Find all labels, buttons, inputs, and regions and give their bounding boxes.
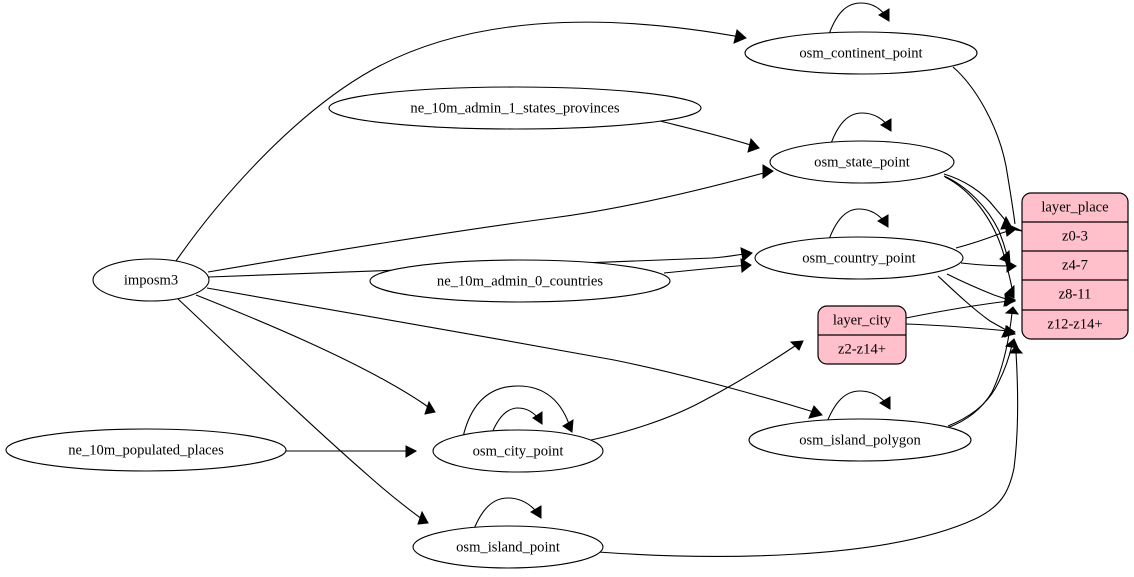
record-node-layer: layer_place z0-3 z4-7 z8-11 z12-z14+ lay… <box>817 192 1129 365</box>
edge-imposm3-to-osm_city_point <box>195 294 436 415</box>
edge-imposm3-to-osm_state_point <box>207 164 774 273</box>
node-label-osm_continent_point: osm_continent_point <box>799 45 922 61</box>
edge-osm_state_point-to-layer_place-z8_11 <box>944 176 1015 299</box>
edge-self-osm_country_point <box>826 208 889 246</box>
node-label-ne_10m_admin_0_countries: ne_10m_admin_0_countries <box>437 273 603 289</box>
edge-imposm3-to-osm_island_polygon <box>206 287 823 419</box>
node-label-ne_10m_admin_1_states_provinces: ne_10m_admin_1_states_provinces <box>410 100 619 116</box>
edge-osm_island_polygon-to-layer_place-z8_11 <box>946 306 1020 429</box>
edge-layer <box>175 2 1024 557</box>
node-label-osm_island_point: osm_island_point <box>456 539 560 555</box>
node-label-osm_country_point: osm_country_point <box>802 250 916 266</box>
layer_place-row-title: layer_place <box>1041 199 1108 215</box>
edge-imposm3-to-osm_island_point <box>177 298 429 525</box>
edge-ne_10m_admin_0_countries-to-osm_country_point <box>663 258 752 274</box>
edge-osm_island_polygon-to-layer_place-z12_z14 <box>947 338 1019 427</box>
node-osm_island_polygon[interactable]: osm_island_polygon <box>748 418 972 462</box>
layer_city-row-title: layer_city <box>833 312 892 328</box>
edge-self-osm_state_point <box>828 112 892 150</box>
node-label-osm_state_point: osm_state_point <box>814 154 910 170</box>
edge-self-osm_island_point <box>471 497 542 535</box>
node-osm_island_point[interactable]: osm_island_point <box>412 525 604 569</box>
edge-self-osm_continent_point <box>826 2 890 41</box>
layer_city-row-z2-z14: z2-z14+ <box>838 341 886 357</box>
node-label-osm_city_point: osm_city_point <box>473 443 564 459</box>
edge-layer_city-to-layer_place-z8_11 <box>905 294 1016 319</box>
node-layer: imposm3 ne_10m_admin_1_states_provinces … <box>5 31 978 569</box>
node-osm_continent_point[interactable]: osm_continent_point <box>744 31 978 75</box>
node-label-ne_10m_populated_places: ne_10m_populated_places <box>68 442 224 458</box>
node-ne_10m_admin_1_states_provinces[interactable]: ne_10m_admin_1_states_provinces <box>328 86 702 130</box>
edge-self-osm_island_polygon <box>824 390 891 428</box>
node-layer_city[interactable]: layer_city z2-z14+ <box>817 305 907 365</box>
edge-self-inner-osm_city_point <box>489 407 543 439</box>
edge-osm_country_point-to-layer_place-z0_3 <box>955 223 1017 249</box>
node-layer_place[interactable]: layer_place z0-3 z4-7 z8-11 z12-z14+ <box>1021 192 1129 340</box>
node-osm_city_point[interactable]: osm_city_point <box>432 429 604 473</box>
node-ne_10m_admin_0_countries[interactable]: ne_10m_admin_0_countries <box>369 259 671 303</box>
node-imposm3[interactable]: imposm3 <box>92 258 210 302</box>
node-label-osm_island_polygon: osm_island_polygon <box>799 432 921 448</box>
edge-osm_city_point-to-layer_city-z2_z14 <box>590 340 804 441</box>
edge-osm_country_point-to-layer_place-z4_7 <box>960 260 1017 273</box>
layer_place-row-z4-7: z4-7 <box>1062 257 1088 273</box>
layer_place-row-z12-z14: z12-z14+ <box>1047 316 1102 332</box>
node-ne_10m_populated_places[interactable]: ne_10m_populated_places <box>5 428 287 472</box>
edge-osm_island_point-to-layer_place-z12_z14 <box>597 345 1024 557</box>
edge-osm_continent_point-to-layer_place-z0_3 <box>952 66 1023 232</box>
layer_place-row-z8-11: z8-11 <box>1059 286 1092 302</box>
edge-ne_10m_populated_places-to-osm_city_point <box>286 445 418 458</box>
node-osm_country_point[interactable]: osm_country_point <box>754 236 964 280</box>
edge-ne_10m_admin_1_states_provinces-to-osm_state_point <box>659 120 760 153</box>
node-osm_state_point[interactable]: osm_state_point <box>769 140 955 184</box>
node-label-imposm3: imposm3 <box>124 272 178 288</box>
layer_place-row-z0-3: z0-3 <box>1062 228 1088 244</box>
edge-imposm3-to-osm_continent_point <box>175 21 747 262</box>
edge-self-outer-osm_city_point <box>462 385 574 438</box>
